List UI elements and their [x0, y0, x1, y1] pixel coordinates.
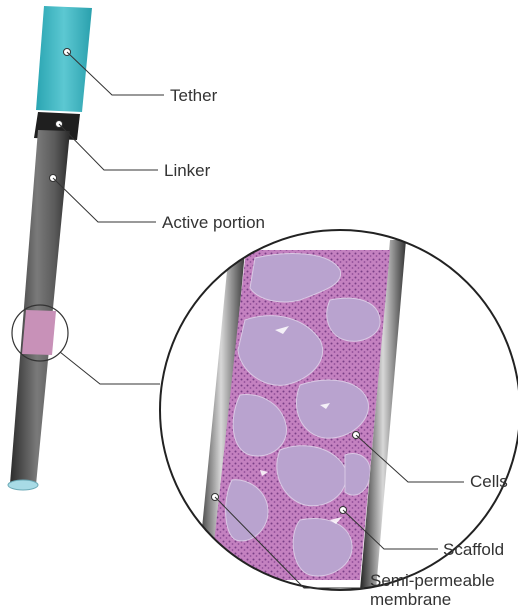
label-linker: Linker: [164, 161, 211, 180]
implant-device: [8, 6, 92, 490]
label-cells: Cells: [470, 472, 508, 491]
label-semi-permeable-line1: Semi-permeable: [370, 571, 495, 590]
active-leader-line: [53, 178, 156, 222]
magnifier-connector: [60, 352, 160, 384]
label-scaffold: Scaffold: [443, 540, 504, 559]
tube-end-cap: [8, 480, 38, 490]
label-tether: Tether: [170, 86, 218, 105]
magnified-view: [160, 230, 518, 590]
tether-segment: [36, 6, 92, 112]
label-semi-permeable-line2: membrane: [370, 590, 451, 609]
label-active-portion: Active portion: [162, 213, 265, 232]
highlight-band: [22, 310, 56, 355]
active-portion-tube: [10, 130, 70, 485]
